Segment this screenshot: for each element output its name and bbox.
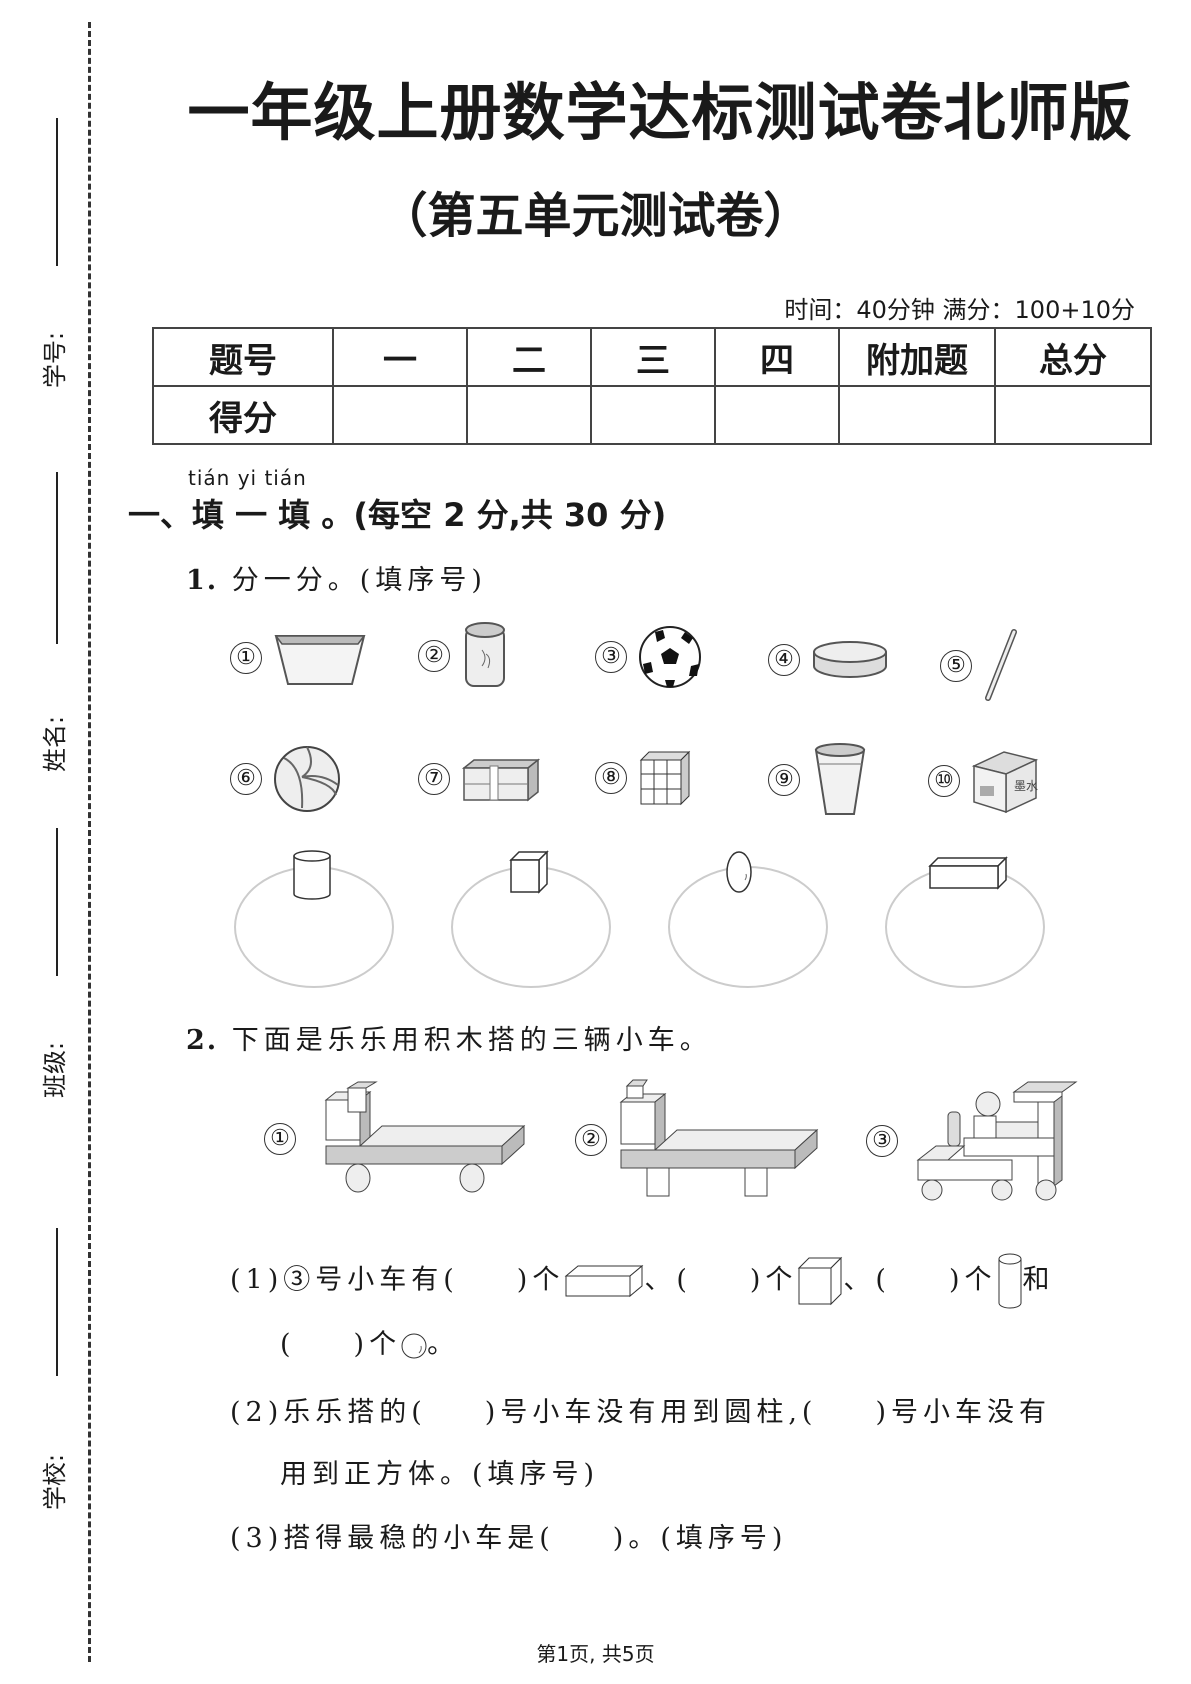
score-cell[interactable] bbox=[994, 385, 1152, 445]
block-car-1-icon bbox=[324, 1081, 526, 1193]
header-cell: 题号 bbox=[152, 327, 334, 387]
gift-box-cuboid-icon bbox=[461, 758, 540, 802]
score-cell[interactable] bbox=[714, 385, 840, 445]
item-2: ② bbox=[418, 620, 510, 692]
question-1-text: 1. 分一分。(填序号) bbox=[186, 565, 487, 596]
page-subtitle: （第五单元测试卷） bbox=[379, 188, 812, 244]
volleyball-icon bbox=[274, 746, 340, 812]
item-5: ⑤ bbox=[940, 628, 1022, 704]
block-train-car-3-icon bbox=[916, 1081, 1078, 1201]
bucket-icon bbox=[814, 743, 866, 815]
header-cell: 三 bbox=[590, 327, 716, 387]
exam-meta: 时间：40分钟 满分：100+10分 bbox=[784, 296, 1135, 324]
question-2-text: 2. 下面是乐乐用积木搭的三辆小车。 bbox=[186, 1025, 712, 1056]
header-cell: 附加题 bbox=[838, 327, 996, 387]
school-label: 学校: bbox=[41, 1453, 69, 1511]
item-number: ③ bbox=[595, 641, 627, 673]
page-title: 一年级上册数学达标测试卷北师版 bbox=[187, 76, 1133, 149]
item-number: ⑩ bbox=[928, 765, 960, 797]
tea-can-cylinder-icon bbox=[465, 622, 505, 687]
cube-shape-icon bbox=[798, 1256, 843, 1306]
question-2-sub-1-line-1: (1)③号小车有()个、()个、()个和 bbox=[230, 1252, 1055, 1310]
car-number: ① bbox=[264, 1123, 296, 1155]
car-2: ② bbox=[575, 1078, 827, 1202]
header-cell: 四 bbox=[714, 327, 840, 387]
block-car-2-icon bbox=[619, 1079, 819, 1197]
question-2-sub-1-line-2: ()个。 bbox=[280, 1329, 460, 1360]
item-8: ⑧ bbox=[595, 748, 693, 808]
item-number: ② bbox=[418, 640, 450, 672]
item-number: ① bbox=[230, 642, 262, 674]
item-number: ⑨ bbox=[768, 764, 800, 796]
item-10: ⑩ 墨水 bbox=[928, 746, 1040, 816]
trapezoid-basket-icon bbox=[274, 635, 366, 685]
cube-shape-icon bbox=[509, 850, 549, 894]
flat-disc-cylinder-icon bbox=[813, 641, 887, 678]
class-line bbox=[56, 828, 58, 976]
student-id-label: 学号: bbox=[41, 331, 69, 389]
question-2-sub-2-line-1: (2)乐乐搭的()号小车没有用到圆柱,()号小车没有 bbox=[230, 1397, 1051, 1428]
item-number: ⑦ bbox=[418, 763, 450, 795]
item-number: ④ bbox=[768, 644, 800, 676]
item-7: ⑦ bbox=[418, 756, 540, 802]
question-2-sub-2-line-2: 用到正方体。(填序号) bbox=[280, 1459, 600, 1490]
score-table-header-row: 题号 一 二 三 四 附加题 总分 bbox=[152, 327, 1152, 387]
rubiks-cube-icon bbox=[639, 750, 691, 806]
car-number: ③ bbox=[866, 1125, 898, 1157]
item-number: ⑧ bbox=[595, 762, 627, 794]
item-3: ③ bbox=[595, 624, 703, 690]
header-cell: 二 bbox=[466, 327, 592, 387]
ink-box-icon: 墨水 bbox=[971, 751, 1039, 814]
class-label: 班级: bbox=[41, 1041, 69, 1099]
cut-line bbox=[88, 22, 91, 1662]
svg-text:墨水: 墨水 bbox=[1014, 779, 1038, 793]
section-pinyin: tián yi tián bbox=[188, 466, 307, 490]
cylinder-shape-icon bbox=[998, 1253, 1022, 1309]
page-indicator: 第1页, 共5页 bbox=[536, 1642, 655, 1666]
student-id-line bbox=[56, 118, 58, 266]
score-table: 题号 一 二 三 四 附加题 总分 得分 bbox=[152, 327, 1152, 445]
car-1: ① bbox=[264, 1080, 546, 1198]
soccer-ball-icon bbox=[639, 626, 701, 688]
school-line bbox=[56, 1228, 58, 1376]
section-title: 一、填 一 填 。(每空 2 分,共 30 分) bbox=[128, 496, 667, 534]
item-4: ④ bbox=[768, 640, 890, 680]
item-1: ① bbox=[230, 628, 368, 688]
sphere-shape-icon bbox=[726, 851, 752, 893]
header-cell: 总分 bbox=[994, 327, 1152, 387]
car-3: ③ bbox=[866, 1076, 1108, 1206]
cuboid-shape-icon bbox=[564, 1264, 644, 1298]
item-9: ⑨ bbox=[768, 742, 870, 818]
name-label: 姓名: bbox=[41, 715, 69, 773]
item-number: ⑥ bbox=[230, 763, 262, 795]
question-2-sub-3: (3)搭得最稳的小车是()。(填序号) bbox=[230, 1523, 788, 1554]
name-line bbox=[56, 472, 58, 644]
header-cell: 一 bbox=[332, 327, 468, 387]
item-number: ⑤ bbox=[940, 650, 972, 682]
cylinder-shape-icon bbox=[293, 850, 331, 900]
score-cell[interactable] bbox=[332, 385, 468, 445]
stick-icon bbox=[985, 629, 1017, 701]
item-6: ⑥ bbox=[230, 744, 342, 814]
score-cell[interactable] bbox=[466, 385, 592, 445]
score-row-label: 得分 bbox=[152, 385, 334, 445]
score-cell[interactable] bbox=[590, 385, 716, 445]
score-cell[interactable] bbox=[838, 385, 996, 445]
cuboid-shape-icon bbox=[928, 856, 1008, 890]
score-table-score-row: 得分 bbox=[152, 385, 1152, 445]
car-number: ② bbox=[575, 1124, 607, 1156]
sphere-shape-icon bbox=[401, 1333, 427, 1358]
